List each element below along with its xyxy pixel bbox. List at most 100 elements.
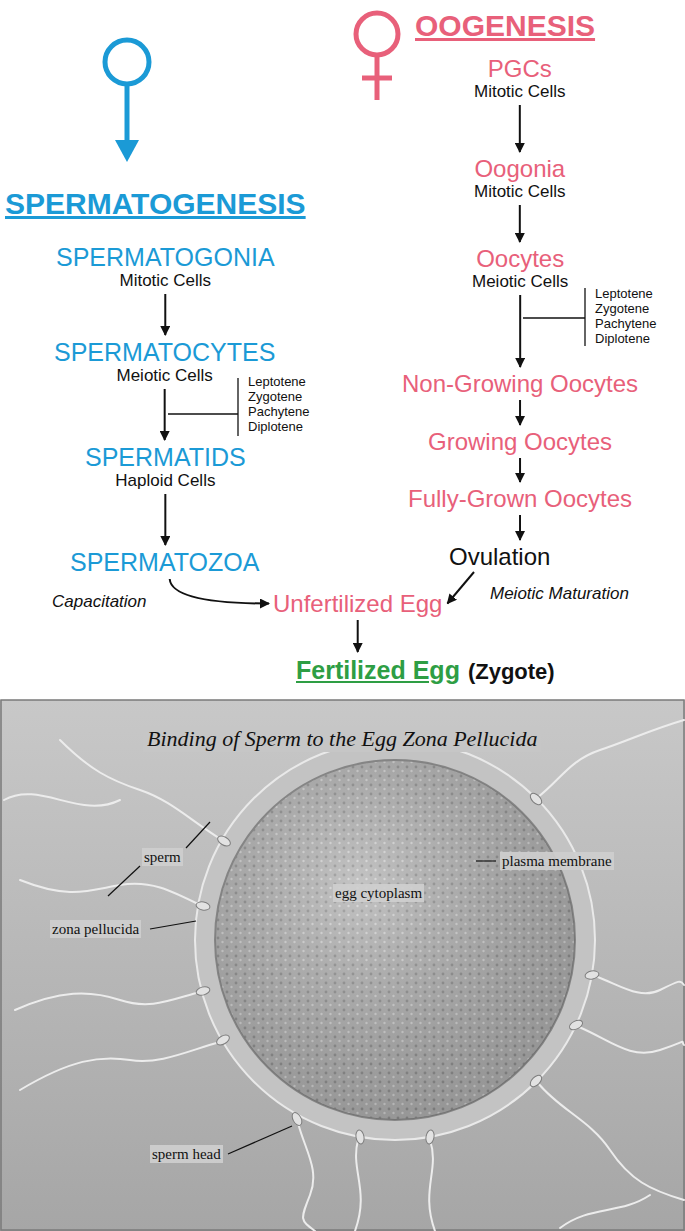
flow-arrow — [519, 295, 521, 367]
flow-arrow — [164, 494, 166, 545]
zona-pellucida — [195, 740, 595, 1140]
meiotic-phase: Zygotene — [248, 389, 302, 404]
stage-note: (Zygote) — [468, 657, 555, 687]
flow-arrow — [170, 579, 269, 604]
bracket-line — [584, 288, 585, 346]
sperm-head — [290, 1111, 304, 1127]
sperm-head — [584, 970, 599, 980]
photo-frame — [1, 700, 684, 1230]
sperm-tail — [298, 1123, 315, 1231]
cell-stage: OogoniaMitotic Cells — [474, 155, 566, 202]
leader-line — [150, 921, 196, 929]
stage-name: Non-Growing Oocytes — [402, 370, 638, 397]
stage-name: SPERMATOZOA — [70, 548, 259, 576]
sperm-head — [425, 1129, 435, 1144]
arrow-label: Meiotic Maturation — [488, 584, 631, 604]
male-symbol-arrow — [115, 140, 139, 162]
stage-note: Mitotic Cells — [474, 182, 566, 202]
sperm-tail — [20, 1042, 220, 1090]
sperm-head — [528, 791, 544, 807]
male-symbol-stem — [125, 84, 130, 145]
stage-name: Oocytes — [472, 245, 568, 272]
cell-stage: Growing Oocytes — [428, 428, 612, 455]
leader-line — [186, 822, 210, 848]
stage-name: Fertilized Egg — [296, 655, 460, 685]
sperm-tail — [20, 880, 200, 905]
section-heading: OOGENESIS — [415, 8, 595, 43]
sperm-heads — [195, 791, 599, 1144]
leader-line — [476, 860, 496, 861]
cell-stage: Non-Growing Oocytes — [402, 370, 638, 397]
flow-arrow — [519, 105, 521, 152]
cell-stage: SPERMATOZOA — [70, 548, 259, 576]
meiotic-phase: Diplotene — [248, 419, 303, 434]
leader-line — [228, 1126, 292, 1154]
cell-stage: SPERMATIDSHaploid Cells — [85, 443, 246, 491]
meiotic-phase: Leptotene — [595, 286, 653, 301]
sperm-tail — [60, 740, 222, 840]
meiotic-phase: Diplotene — [595, 331, 650, 346]
sperm-tail — [538, 720, 684, 797]
stage-note: Meiotic Cells — [54, 366, 275, 386]
stage-name: SPERMATIDS — [85, 443, 246, 471]
sperm-tail — [355, 1140, 361, 1231]
flow-arrow — [519, 458, 521, 482]
cell-stage: SPERMATOCYTESMeiotic Cells — [54, 338, 275, 386]
part-label: egg cytoplasm — [333, 884, 424, 902]
meiotic-phase: Leptotene — [248, 374, 306, 389]
part-label: plasma membrane — [500, 852, 614, 870]
sperm-tails — [4, 720, 684, 1231]
stage-name: Oogonia — [474, 155, 566, 182]
leader-lines — [108, 822, 496, 1154]
meiotic-phase: Pachytene — [248, 404, 309, 419]
flow-arrow — [519, 205, 521, 242]
sperm-tail — [595, 976, 684, 993]
sperm-head — [195, 985, 211, 996]
photo-ground — [0, 700, 685, 1231]
stage-note: Haploid Cells — [85, 471, 246, 491]
stage-name: Ovulation — [449, 543, 550, 570]
flow-arrow — [164, 389, 166, 440]
meiotic-phase: Zygotene — [595, 301, 649, 316]
stage-name: Unfertilized Egg — [273, 590, 442, 617]
sperm-tail — [15, 992, 200, 1010]
sperm-head — [195, 901, 210, 911]
cell-stage: Unfertilized Egg — [273, 590, 442, 617]
female-symbol — [356, 13, 398, 100]
sperm-tail — [560, 1195, 650, 1228]
egg-shading — [215, 760, 575, 1120]
sperm-head — [355, 1129, 365, 1144]
flow-arrow — [164, 294, 166, 335]
meiotic-phase: Pachytene — [595, 316, 656, 331]
stage-note: Meiotic Cells — [472, 272, 568, 292]
cell-stage: OocytesMeiotic Cells — [472, 245, 568, 292]
male-symbol-ring — [105, 40, 149, 84]
bracket-line — [168, 413, 238, 414]
part-label: sperm — [142, 848, 183, 866]
flow-arrow — [447, 572, 474, 604]
arrow-label: Capacitation — [50, 592, 149, 612]
sperm-tail — [538, 1083, 684, 1200]
sperm-head — [216, 834, 232, 848]
event-stage: Ovulation — [449, 543, 550, 570]
stage-name: SPERMATOGONIA — [56, 243, 275, 271]
photo-title: Binding of Sperm to the Egg Zona Pelluci… — [143, 726, 541, 752]
cell-stage: SPERMATOGONIAMitotic Cells — [56, 243, 275, 291]
stage-note: Mitotic Cells — [56, 271, 275, 291]
sperm-tail — [4, 794, 120, 806]
cell-stage: Fully-Grown Oocytes — [408, 485, 632, 512]
flow-arrow — [357, 620, 359, 652]
result-stage: Fertilized Egg (Zygote) — [296, 655, 555, 687]
part-label: sperm head — [150, 1145, 223, 1163]
bracket-line — [237, 378, 238, 436]
stage-name: Growing Oocytes — [428, 428, 612, 455]
part-label: zona pellucida — [50, 920, 141, 938]
section-heading: SPERMATOGENESIS — [5, 186, 306, 221]
stage-name: Fully-Grown Oocytes — [408, 485, 632, 512]
stage-note: Mitotic Cells — [474, 82, 566, 102]
female-symbol-bar — [362, 76, 392, 81]
bracket-line — [523, 317, 585, 318]
flow-arrow — [519, 515, 521, 540]
sperm-head — [568, 1018, 584, 1031]
